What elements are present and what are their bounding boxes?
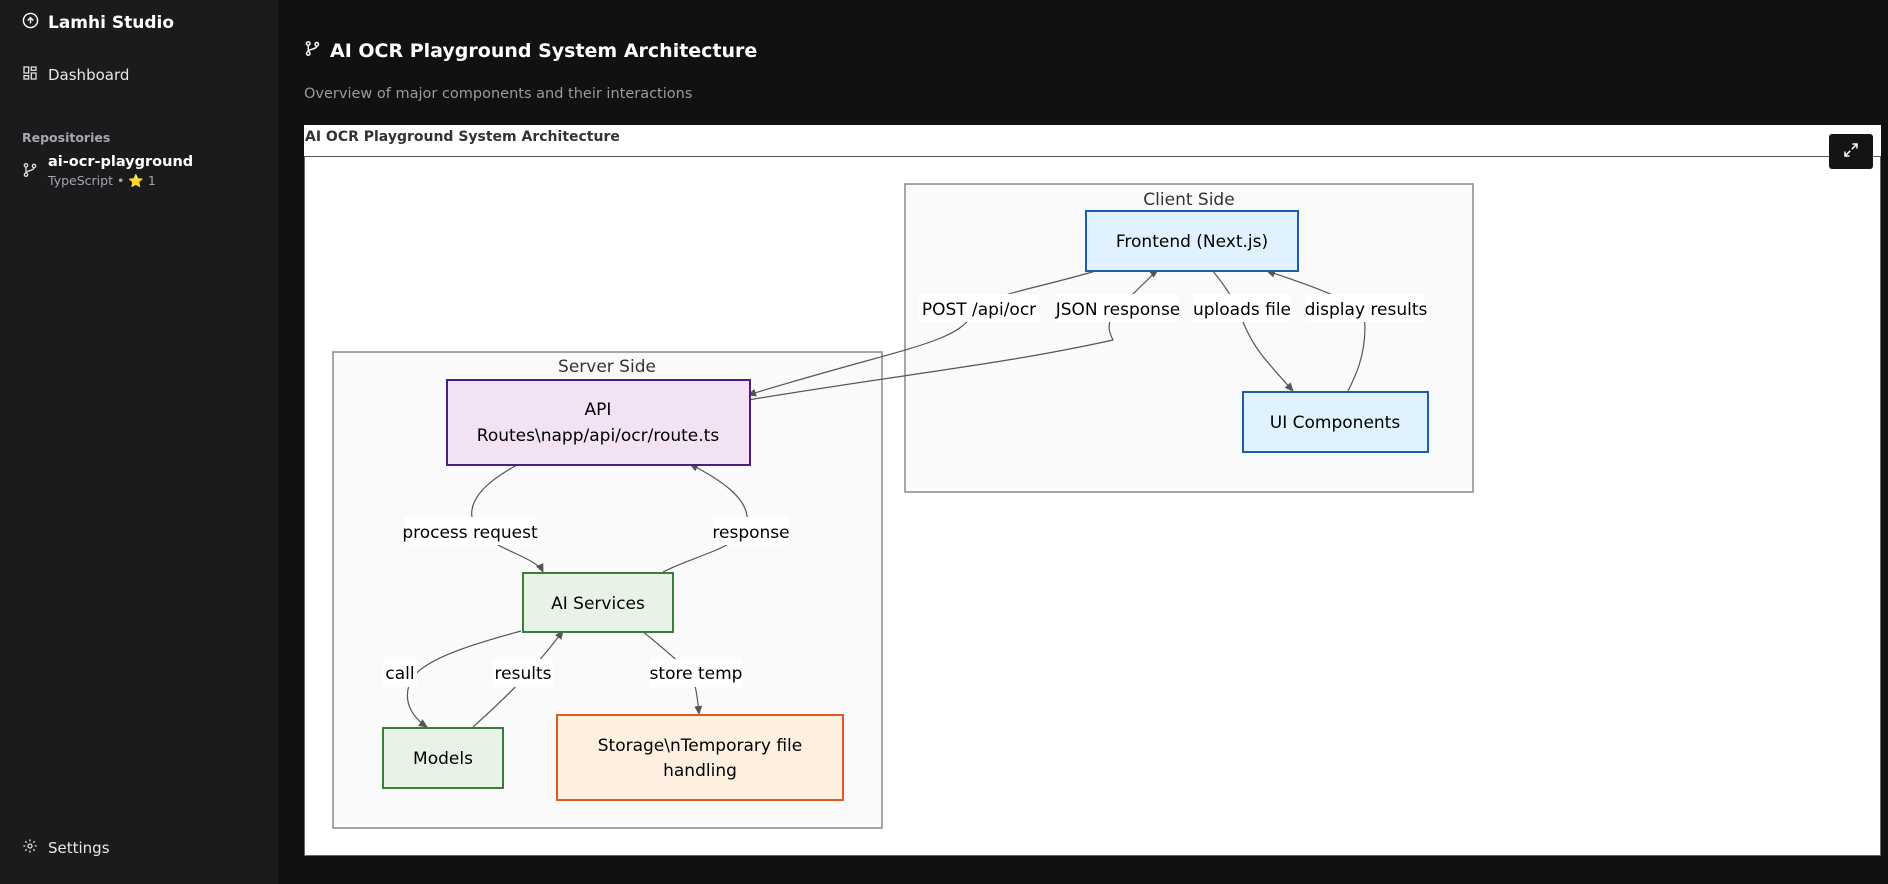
edge-label-response: response: [712, 523, 789, 543]
architecture-diagram: Client Side Server Side POS: [332, 183, 1474, 829]
node-label-line1: Storage\nTemporary file: [598, 736, 802, 756]
group-label-server: Server Side: [558, 357, 656, 377]
diagram-title-bar: AI OCR Playground System Architecture: [304, 125, 1881, 157]
git-branch-icon: [22, 162, 38, 189]
edge-label-display: display results: [1305, 300, 1428, 320]
edge-labels: POST /api/ocr JSON response uploads file…: [383, 294, 1428, 687]
brand-logo-icon: [22, 12, 39, 34]
node-ui-components: UI Components: [1242, 391, 1429, 453]
diagram-canvas: Client Side Server Side POS: [304, 157, 1881, 856]
edge-label-uploads: uploads file: [1193, 300, 1291, 320]
node-label-line1: API: [585, 400, 612, 420]
page-subtitle: Overview of major components and their i…: [304, 86, 693, 102]
node-label: AI Services: [551, 594, 645, 614]
edge-label-process: process request: [402, 523, 538, 543]
edge-uploads: [1211, 269, 1294, 392]
node-label-line2: Routes\napp/api/ocr/route.ts: [477, 426, 720, 446]
page-title-text: AI OCR Playground System Architecture: [330, 40, 758, 62]
node-models: Models: [382, 727, 504, 789]
node-label: Models: [413, 749, 473, 769]
edge-label-json: JSON response: [1055, 300, 1181, 320]
sidebar: Lamhi Studio Dashboard Repositories ai-o…: [0, 0, 278, 884]
node-api: API Routes\napp/api/ocr/route.ts: [446, 379, 751, 466]
edge-label-call: call: [385, 664, 414, 684]
git-branch-icon: [304, 40, 321, 62]
edge-label-results: results: [495, 664, 552, 684]
section-label-repositories: Repositories: [22, 130, 111, 145]
node-label: Frontend (Next.js): [1116, 232, 1268, 252]
diagram-title: AI OCR Playground System Architecture: [305, 129, 620, 145]
brand[interactable]: Lamhi Studio: [22, 12, 174, 34]
group-label-client: Client Side: [1143, 190, 1234, 210]
sidebar-item-settings[interactable]: Settings: [22, 838, 110, 858]
expand-icon: [1842, 141, 1860, 163]
node-label: UI Components: [1270, 413, 1401, 433]
brand-name: Lamhi Studio: [48, 13, 175, 33]
sidebar-item-repo[interactable]: ai-ocr-playground TypeScript • ⭐ 1: [22, 154, 193, 189]
page-title: AI OCR Playground System Architecture: [304, 40, 757, 62]
edge-display: [1266, 269, 1366, 392]
repo-name: ai-ocr-playground: [48, 154, 194, 170]
node-ai-services: AI Services: [522, 572, 674, 633]
gear-icon: [22, 838, 38, 858]
edge-label-post: POST /api/ocr: [922, 300, 1036, 320]
sidebar-item-label: Dashboard: [48, 66, 130, 84]
edge-label-store: store temp: [650, 664, 743, 684]
expand-button[interactable]: [1829, 134, 1873, 169]
sidebar-item-dashboard[interactable]: Dashboard: [22, 65, 129, 85]
repo-meta: TypeScript • ⭐ 1: [48, 173, 156, 188]
edge-results: [472, 630, 564, 728]
node-frontend: Frontend (Next.js): [1085, 210, 1299, 272]
dashboard-icon: [22, 65, 38, 85]
sidebar-item-label: Settings: [48, 839, 110, 857]
node-label-line2: handling: [663, 761, 737, 781]
node-storage: Storage\nTemporary file handling: [556, 714, 844, 801]
diagram-panel: AI OCR Playground System Architecture Cl…: [304, 125, 1881, 856]
